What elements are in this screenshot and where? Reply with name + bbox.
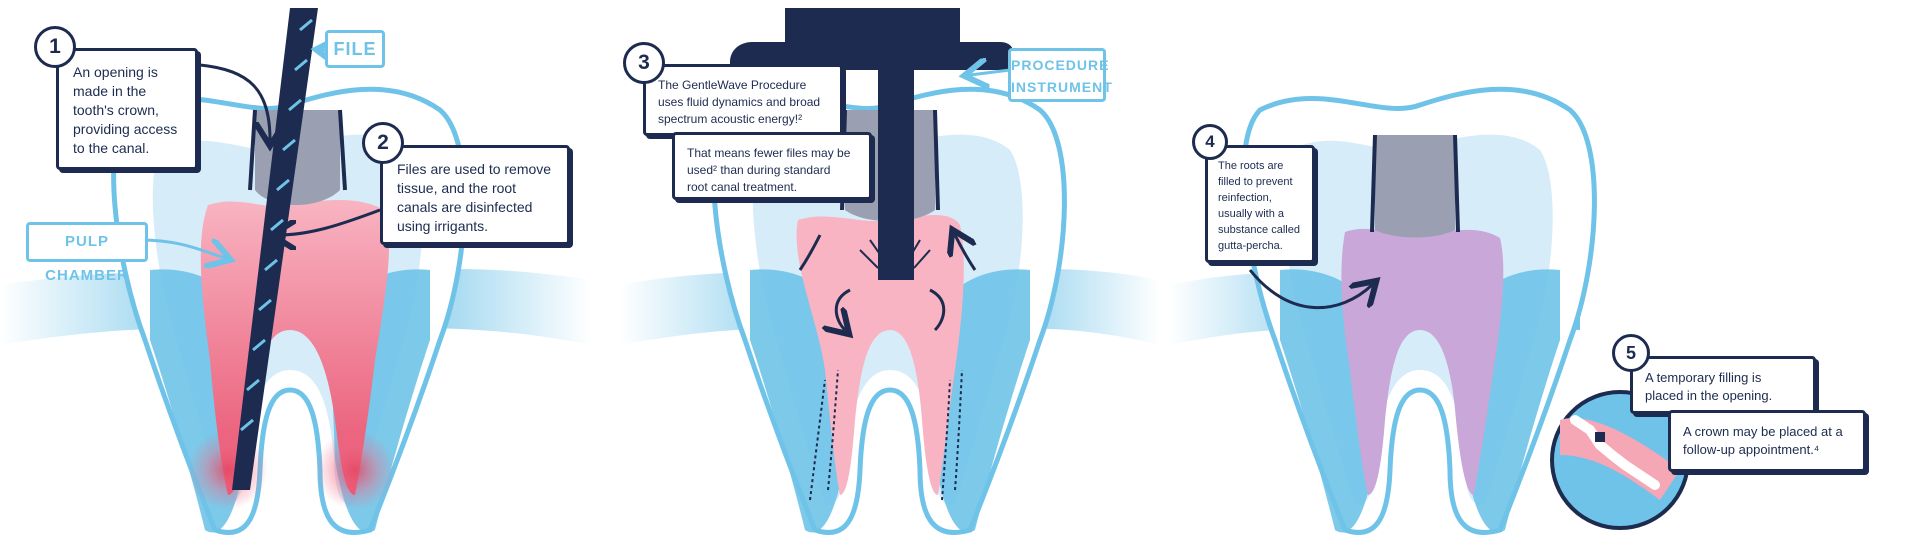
tooth-one <box>0 8 590 535</box>
step-2-callout: Files are used to remove tissue, and the… <box>380 145 570 245</box>
procedure-instrument-label: PROCEDURE INSTRUMENT <box>1008 48 1112 102</box>
step-3-subtext: That means fewer files may be used² than… <box>687 146 851 194</box>
step-5-callout: A temporary filling is placed in the ope… <box>1630 356 1816 414</box>
step-3-callout: The GentleWave Procedure uses fluid dyna… <box>643 64 843 136</box>
step-1-text: An opening is made in the tooth's crown,… <box>73 64 178 156</box>
step-2-text: Files are used to remove tissue, and the… <box>397 161 552 234</box>
tooth-two <box>620 8 1160 535</box>
pulp-chamber-label: PULP CHAMBER <box>26 222 148 284</box>
step-3-subcallout: That means fewer files may be used² than… <box>672 132 872 200</box>
tooth-three <box>1170 86 1690 535</box>
step-1-callout: An opening is made in the tooth's crown,… <box>56 48 198 170</box>
step-4-text: The roots are filled to prevent reinfect… <box>1218 160 1300 252</box>
step-3-text: The GentleWave Procedure uses fluid dyna… <box>658 78 821 126</box>
step-3-number: 3 <box>623 42 665 84</box>
step-4-callout: The roots are filled to prevent reinfect… <box>1205 145 1315 263</box>
step-1-number: 1 <box>34 26 76 68</box>
step-5-number: 5 <box>1612 334 1650 372</box>
step-2-number: 2 <box>362 122 404 164</box>
step-5-subtext: A crown may be placed at a follow-up app… <box>1683 424 1843 457</box>
step-4-number: 4 <box>1192 124 1228 160</box>
file-label: FILE <box>325 30 385 68</box>
step-5-subcallout: A crown may be placed at a follow-up app… <box>1668 410 1866 472</box>
step-5-text: A temporary filling is placed in the ope… <box>1645 370 1773 403</box>
